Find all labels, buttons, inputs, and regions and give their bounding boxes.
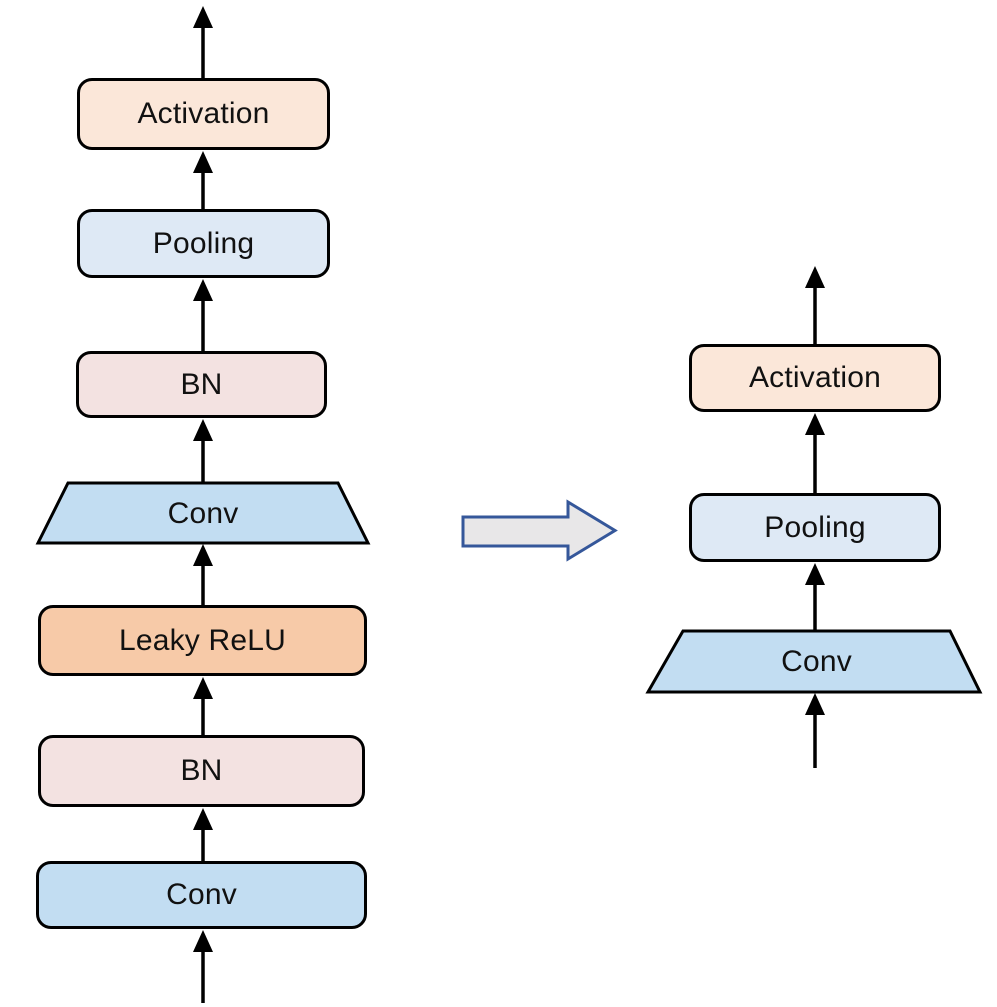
up-arrow-icon: [805, 693, 825, 768]
right-pipeline-flow-arrows: [805, 266, 825, 768]
node-label: Conv: [781, 644, 852, 678]
up-arrow-icon: [193, 930, 213, 1003]
block-arrow-shape: [461, 499, 618, 562]
right-node-activation: Activation: [689, 344, 941, 412]
node-label: Pooling: [764, 510, 866, 544]
node-label: Activation: [137, 97, 270, 130]
up-arrow-icon: [805, 266, 825, 344]
node-label: BN: [180, 754, 223, 787]
up-arrow-icon: [193, 419, 213, 483]
up-arrow-icon: [193, 544, 213, 605]
trapezoid-shape: [35, 481, 371, 545]
up-arrow-icon: [193, 808, 213, 861]
left-node-conv-trapezoid-label: Conv: [68, 486, 338, 542]
node-label: Pooling: [152, 226, 255, 260]
left-node-pooling: Pooling: [77, 209, 330, 278]
left-node-bn-2: BN: [38, 735, 365, 807]
trapezoid-shape: [645, 629, 983, 694]
transform-arrow-icon: [461, 499, 618, 562]
left-node-conv-trapezoid: [35, 481, 371, 545]
left-pipeline-flow-arrows: [193, 6, 213, 1003]
up-arrow-icon: [193, 6, 213, 78]
node-label: BN: [180, 367, 223, 401]
up-arrow-icon: [193, 677, 213, 735]
left-node-bn-1: BN: [76, 351, 327, 418]
left-node-conv: Conv: [36, 861, 367, 929]
up-arrow-icon: [193, 279, 213, 351]
right-node-pooling: Pooling: [689, 493, 941, 562]
left-node-activation: Activation: [77, 78, 330, 150]
up-arrow-icon: [193, 151, 213, 209]
up-arrow-icon: [805, 563, 825, 631]
node-label: Conv: [167, 497, 239, 530]
node-label: Leaky ReLU: [118, 623, 287, 657]
right-node-conv-trapezoid-label: Conv: [683, 633, 950, 690]
node-label: Conv: [166, 878, 237, 911]
left-node-leaky-relu: Leaky ReLU: [38, 605, 367, 676]
up-arrow-icon: [805, 413, 825, 493]
node-label: Activation: [748, 361, 882, 394]
right-node-conv-trapezoid: [645, 629, 983, 694]
